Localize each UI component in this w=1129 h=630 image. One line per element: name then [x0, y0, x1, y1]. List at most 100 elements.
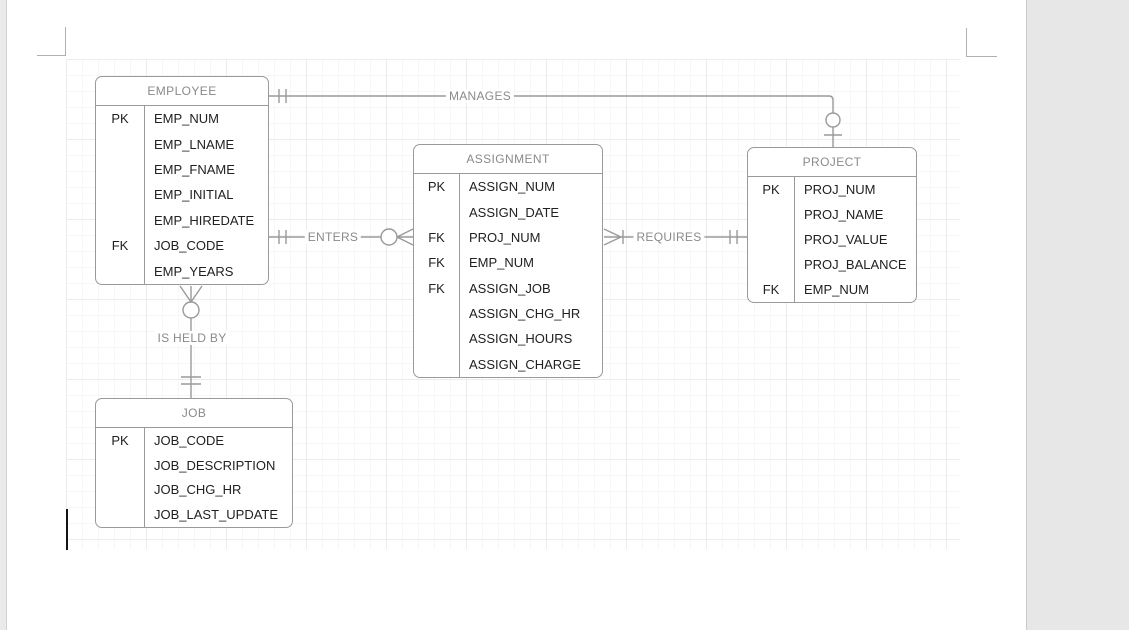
attribute-row: FK PROJ_NUM: [414, 224, 602, 251]
entity-project[interactable]: PROJECT PK PROJ_NUM PROJ_NAME PROJ_VALUE …: [747, 147, 917, 303]
key-cell: FK: [748, 277, 795, 302]
attribute-name: ASSIGN_DATE: [469, 204, 560, 220]
text-cursor-bar: [66, 509, 68, 550]
page-right-gutter: [1026, 0, 1129, 630]
attribute-row: ASSIGN_HOURS: [414, 326, 602, 352]
exactly-one-symbol: [278, 230, 287, 244]
attribute-row: PROJ_VALUE: [748, 227, 916, 252]
zero-or-many-symbol-circle: [380, 228, 398, 246]
exactly-one-symbol: [729, 230, 738, 244]
attribute-name: JOB_CODE: [154, 432, 225, 448]
attribute-name: EMP_LNAME: [154, 136, 235, 152]
attribute-row: PK EMP_NUM: [96, 106, 268, 132]
attribute-name: PROJ_BALANCE: [804, 257, 907, 272]
attribute-name: EMP_NUM: [804, 282, 870, 297]
relationship-enters-line[interactable]: [269, 228, 414, 246]
entity-project-title: PROJECT: [748, 148, 916, 177]
one-or-many-symbol-crowfoot: [603, 228, 622, 246]
attribute-name: ASSIGN_JOB: [469, 280, 551, 296]
attribute-name: EMP_NUM: [469, 255, 535, 271]
attribute-name: JOB_CHG_HR: [154, 482, 242, 498]
key-cell: [748, 227, 795, 252]
relationship-label-is-held-by[interactable]: IS HELD BY: [154, 331, 230, 345]
key-cell: [96, 452, 145, 478]
attribute-name: JOB_LAST_UPDATE: [154, 507, 279, 523]
attribute-name: PROJ_NUM: [804, 182, 876, 197]
key-cell: [96, 258, 145, 284]
attribute-name: ASSIGN_CHG_HR: [469, 306, 581, 322]
key-cell: [748, 202, 795, 227]
attribute-row: JOB_DESCRIPTION: [96, 452, 292, 478]
attribute-name: EMP_NUM: [154, 111, 220, 127]
attribute-row: PK ASSIGN_NUM: [414, 174, 602, 200]
entity-job-title: JOB: [96, 399, 292, 428]
key-cell: PK: [414, 174, 460, 200]
attribute-row: FK JOB_CODE: [96, 233, 268, 259]
relationship-label-enters[interactable]: ENTERS: [304, 230, 362, 244]
attribute-name: PROJ_NUM: [469, 229, 541, 245]
key-cell: [96, 502, 145, 527]
relationship-label-manages[interactable]: MANAGES: [445, 89, 515, 103]
key-cell: [748, 252, 795, 277]
attribute-row: EMP_HIREDATE: [96, 207, 268, 234]
attribute-row: PROJ_BALANCE: [748, 252, 916, 277]
key-cell: PK: [748, 177, 795, 202]
exactly-one-symbol: [278, 89, 287, 103]
attribute-row: EMP_FNAME: [96, 156, 268, 183]
key-cell: [96, 131, 145, 157]
zero-or-one-symbol-circle: [825, 112, 841, 128]
attribute-name: EMP_FNAME: [154, 162, 235, 178]
relationship-manages-line[interactable]: [269, 89, 842, 147]
attribute-row: PROJ_NAME: [748, 202, 916, 227]
entity-employee-attributes: PK EMP_NUM EMP_LNAME EMP_FNAME EMP_INITIA…: [96, 106, 268, 284]
entity-project-attributes: PK PROJ_NUM PROJ_NAME PROJ_VALUE PROJ_BAL…: [748, 177, 916, 302]
attribute-row: EMP_YEARS: [96, 258, 268, 284]
page-left-margin: [0, 0, 7, 630]
entity-assignment-title: ASSIGNMENT: [414, 145, 602, 174]
entity-employee-title: EMPLOYEE: [96, 77, 268, 106]
page-corner-mark-top-right: [966, 28, 997, 57]
attribute-name: PROJ_VALUE: [804, 232, 888, 247]
attribute-row: JOB_LAST_UPDATE: [96, 502, 292, 527]
entity-assignment[interactable]: ASSIGNMENT PK ASSIGN_NUM ASSIGN_DATE FK PR…: [413, 144, 603, 378]
entity-job[interactable]: JOB PK JOB_CODE JOB_DESCRIPTION JOB_CHG_H…: [95, 398, 293, 528]
attribute-row: PK PROJ_NUM: [748, 177, 916, 202]
key-cell: PK: [96, 428, 145, 453]
attribute-name: ASSIGN_NUM: [469, 179, 555, 195]
attribute-row: ASSIGN_DATE: [414, 199, 602, 225]
zero-or-many-symbol-circle: [182, 301, 200, 319]
attribute-row: ASSIGN_CHARGE: [414, 351, 602, 377]
key-cell: FK: [96, 233, 145, 259]
key-cell: [414, 300, 460, 327]
page-corner-mark-top-left: [37, 27, 66, 56]
manages-path[interactable]: [269, 95, 834, 147]
attribute-row: PK JOB_CODE: [96, 428, 292, 453]
attribute-name: ASSIGN_CHARGE: [469, 356, 581, 372]
key-cell: PK: [96, 106, 145, 132]
exactly-one-symbol: [181, 376, 201, 385]
attribute-name: PROJ_NAME: [804, 207, 884, 222]
key-cell: [414, 351, 460, 377]
zero-or-many-symbol-crowfoot: [179, 285, 203, 303]
key-cell: [96, 477, 145, 503]
relationship-label-requires[interactable]: REQUIRES: [633, 230, 705, 244]
attribute-row: EMP_INITIAL: [96, 182, 268, 208]
attribute-row: FK ASSIGN_JOB: [414, 275, 602, 301]
attribute-name: EMP_HIREDATE: [154, 212, 255, 228]
key-cell: FK: [414, 224, 460, 251]
key-cell: [96, 156, 145, 183]
attribute-name: JOB_DESCRIPTION: [154, 457, 276, 473]
attribute-name: EMP_YEARS: [154, 263, 234, 279]
zero-or-many-symbol-crowfoot: [396, 228, 414, 246]
attribute-row: FK EMP_NUM: [748, 277, 916, 302]
attribute-row: ASSIGN_CHG_HR: [414, 300, 602, 327]
attribute-name: JOB_CODE: [154, 238, 225, 254]
key-cell: [96, 182, 145, 208]
key-cell: FK: [414, 275, 460, 301]
attribute-name: EMP_INITIAL: [154, 187, 234, 203]
attribute-name: ASSIGN_HOURS: [469, 331, 573, 347]
key-cell: [414, 199, 460, 225]
entity-employee[interactable]: EMPLOYEE PK EMP_NUM EMP_LNAME EMP_FNAME E…: [95, 76, 269, 285]
